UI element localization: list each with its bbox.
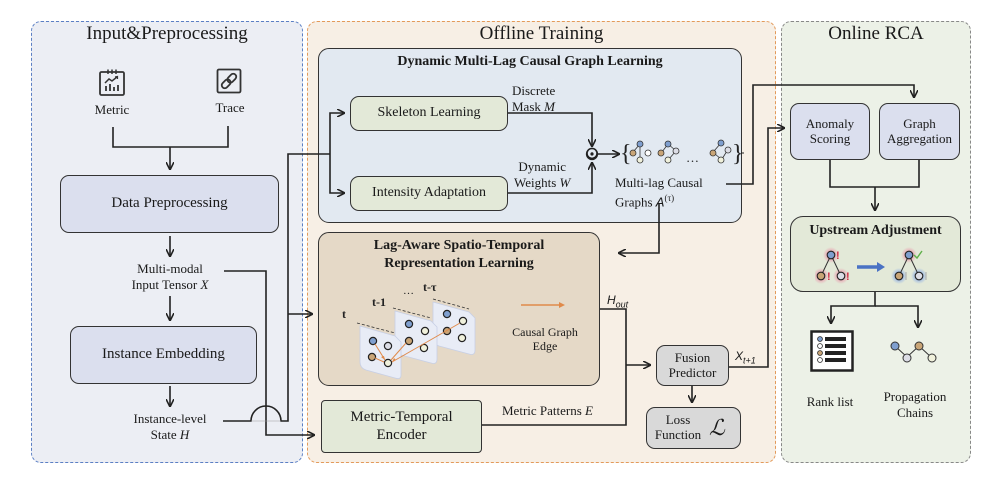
trace-link-icon	[216, 68, 242, 94]
anomaly-line1: Anomaly	[805, 115, 855, 131]
loss-function-box: Loss Function ℒ	[646, 407, 741, 449]
fusion-line2: Predictor	[668, 364, 717, 380]
lag-label-t: t	[342, 307, 346, 321]
data-preprocessing-box: Data Preprocessing	[60, 175, 279, 233]
anomaly-scoring-box: Anomaly Scoring	[790, 103, 870, 160]
input-tensor-line2: Input Tensor X	[131, 276, 209, 292]
svg-text:!: !	[836, 250, 840, 262]
discrete-mask-line2: Mask M	[512, 98, 555, 114]
skeleton-learning-box: Skeleton Learning	[350, 96, 508, 131]
multi-lag-graphs-label: Multi-lag Causal Graphs A(τ)	[615, 175, 703, 210]
online-panel-title: Online RCA	[828, 23, 924, 44]
discrete-mask-label: Discrete Mask M	[512, 83, 555, 114]
causal-graph-set: { } …	[620, 138, 744, 168]
lag-aware-representation-block: Lag-Aware Spatio-Temporal Representation…	[318, 232, 600, 386]
loss-symbol: ℒ	[709, 415, 725, 441]
dynamic-weights-line1: Dynamic	[518, 159, 567, 174]
fusion-predictor-box: Fusion Predictor	[656, 345, 729, 386]
lag-label-t-1: t-1	[372, 295, 386, 309]
instance-state-line1: Instance-level	[133, 411, 207, 426]
instance-embedding-box: Instance Embedding	[70, 326, 257, 384]
rank-list-icon	[810, 330, 854, 372]
loss-line2: Function	[654, 427, 702, 442]
fusion-line1: Fusion	[674, 349, 711, 365]
causal-block-title: Dynamic Multi-Lag Causal Graph Learning	[397, 54, 663, 69]
offline-panel-title: Offline Training	[479, 23, 604, 44]
causal-edge-legend-line1: Causal Graph	[512, 325, 578, 339]
instance-state-line2: State H	[150, 426, 190, 442]
dynamic-weights-line2: Weights W	[514, 174, 571, 190]
hadamard-operator: ⊙	[584, 143, 600, 163]
intensity-adaptation-label: Intensity Adaptation	[372, 185, 486, 201]
lag-block-title-line2: Representation Learning	[384, 255, 534, 271]
instance-embedding-label: Instance Embedding	[102, 346, 225, 363]
skeleton-learning-label: Skeleton Learning	[377, 105, 481, 121]
instance-state-label: Instance-level State H	[100, 411, 240, 442]
metric-label: Metric	[94, 102, 130, 117]
lag-panels-illustration: t t-1 … t-τ	[335, 280, 515, 380]
causal-edge-legend-label: Causal Graph Edge	[505, 325, 585, 354]
h-out-label: Hout	[607, 293, 629, 310]
lag-label-dots: …	[403, 285, 414, 297]
discrete-mask-line1: Discrete	[512, 83, 556, 98]
intensity-adaptation-box: Intensity Adaptation	[350, 176, 508, 211]
rank-list-label: Rank list	[806, 394, 854, 409]
svg-text:!: !	[846, 271, 850, 283]
metric-patterns-label: Metric Patterns E	[502, 403, 593, 418]
x-next-label: Xt+1	[735, 349, 756, 366]
propagation-line1: Propagation	[883, 389, 947, 404]
dynamic-weights-label: Dynamic Weights W	[514, 159, 570, 190]
loss-line1: Loss	[665, 412, 691, 428]
svg-text:}: }	[732, 141, 744, 167]
upstream-adjustment-title: Upstream Adjustment	[809, 223, 942, 238]
trace-label: Trace	[215, 100, 245, 115]
graph-aggregation-line2: Aggregation	[887, 130, 952, 146]
lag-label-t-tau: t-τ	[423, 280, 437, 294]
upstream-adjustment-illustration: ! ! !	[813, 247, 945, 287]
causal-edge-legend-arrow	[521, 297, 567, 308]
metric-encoder-line1: Metric-Temporal	[350, 409, 453, 426]
graph-ellipsis: …	[686, 150, 699, 165]
metric-temporal-encoder-box: Metric-Temporal Encoder	[321, 400, 482, 453]
multi-lag-graphs-line2: Graphs A(τ)	[615, 192, 675, 209]
metric-chart-icon	[98, 69, 126, 97]
graph-aggregation-line1: Graph	[903, 115, 936, 131]
svg-text:!: !	[827, 271, 831, 283]
data-preprocessing-label: Data Preprocessing	[111, 195, 228, 212]
input-tensor-label: Multi-modal Input Tensor X	[100, 261, 240, 292]
anomaly-line2: Scoring	[809, 130, 851, 146]
loss-text: Loss Function	[647, 412, 709, 443]
lag-block-title: Lag-Aware Spatio-Temporal Representation…	[319, 237, 599, 272]
multi-lag-graphs-line1: Multi-lag Causal	[615, 175, 703, 190]
input-panel-title: Input&Preprocessing	[86, 23, 248, 44]
causal-edge-legend-line2: Edge	[532, 339, 558, 354]
input-preprocessing-panel: Input&Preprocessing	[31, 21, 303, 463]
propagation-chains-label: Propagation Chains	[870, 389, 960, 420]
graph-aggregation-box: Graph Aggregation	[879, 103, 960, 160]
metric-encoder-line2: Encoder	[376, 426, 427, 443]
lag-block-title-line1: Lag-Aware Spatio-Temporal	[373, 238, 545, 253]
propagation-chain-icon	[890, 340, 940, 364]
svg-text:{: {	[620, 141, 632, 167]
input-tensor-line1: Multi-modal	[137, 261, 203, 276]
propagation-line2: Chains	[896, 404, 934, 420]
